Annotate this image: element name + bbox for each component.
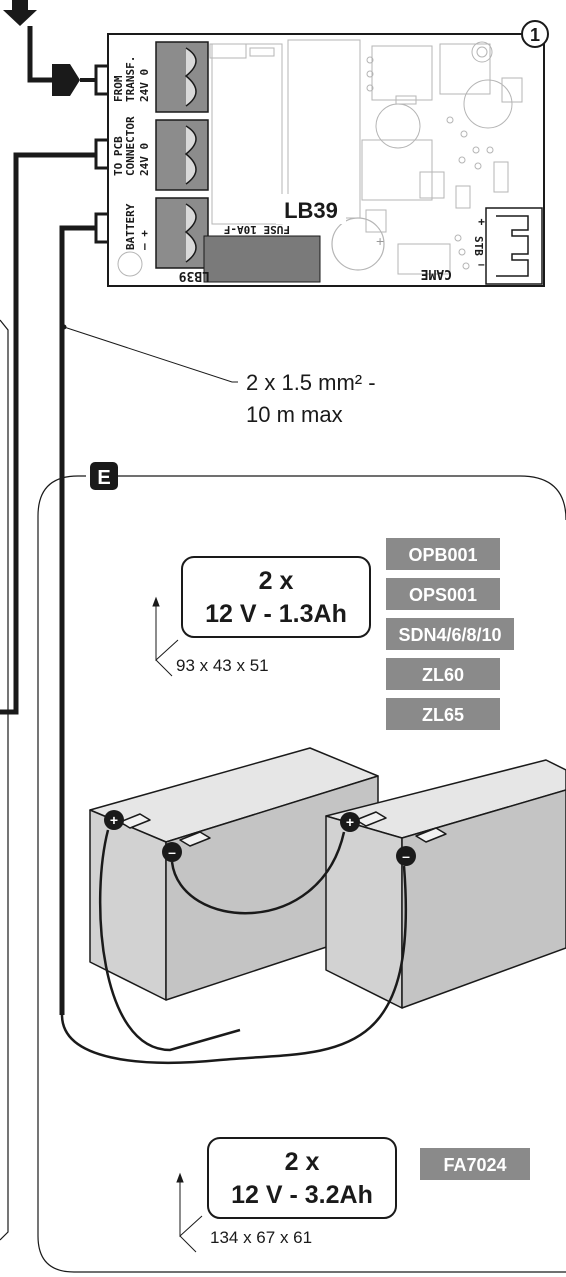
model-tag-small: SDN4/6/8/10 — [398, 625, 501, 645]
terminal-block-from — [155, 41, 209, 113]
stb-plus: + — [478, 215, 485, 229]
fuse-block — [203, 235, 321, 283]
lb39-board: FROM TRANSF. 24V 0 TO PCB CONNECTOR 24V … — [107, 20, 549, 287]
cable-spec-line1: 2 x 1.5 mm² - — [246, 370, 376, 395]
brand-label: CAME — [421, 266, 452, 281]
stb-minus: – — [478, 257, 485, 271]
model-tag-large: FA7024 — [443, 1155, 506, 1175]
stb-connector — [485, 207, 543, 285]
battery-large-count: 2 x — [285, 1148, 320, 1176]
battery-right — [325, 759, 566, 1009]
battery-terminal-markers — [104, 810, 416, 866]
power-input-arrow — [3, 0, 80, 96]
battery-small-spec-box — [181, 556, 371, 638]
terminal-block-battery — [155, 197, 209, 269]
terminal-label-from-line2: TRANSF. — [124, 56, 137, 102]
wire-to-pcb — [0, 152, 96, 715]
model-tag-small: OPS001 — [409, 585, 477, 605]
capacitor: + — [331, 217, 385, 271]
section-letter: E — [97, 467, 110, 489]
board-silk-model: LB39 — [179, 268, 210, 283]
terminal-pins-battery: – + — [138, 230, 151, 250]
board-components — [117, 39, 523, 277]
terminal-block-pcb — [155, 119, 209, 191]
svg-text:+: + — [376, 233, 384, 249]
wire-to-battery — [59, 225, 96, 1015]
stb-label: STB — [472, 236, 485, 256]
terminal-label-pcb-line2: CONNECTOR — [124, 116, 137, 176]
cable-spec-line2: 10 m max — [246, 402, 343, 427]
fuse-label: FUSE 10A-F — [224, 223, 290, 236]
section-e-frame — [37, 462, 566, 1273]
callout-circle — [521, 20, 549, 48]
terminal-pins-from: 24V 0 — [138, 69, 151, 102]
battery-right-minus: – — [402, 848, 410, 864]
cable-spec-leader — [61, 324, 238, 383]
terminal-label-from-line1: FROM — [112, 75, 125, 102]
battery-left — [89, 747, 379, 1001]
dimension-axes-large — [176, 1172, 203, 1253]
model-tag-small: OPB001 — [408, 545, 477, 565]
model-label: LB39 — [284, 198, 338, 223]
terminal-brackets — [94, 64, 112, 244]
battery-large-rating: 12 V - 3.2Ah — [231, 1181, 373, 1209]
dimension-axes-small — [152, 596, 179, 677]
model-tags-small — [386, 538, 514, 730]
battery-small-dimensions: 93 x 43 x 51 — [176, 656, 269, 675]
battery-wires — [60, 829, 408, 1064]
battery-right-plus: + — [346, 814, 354, 830]
model-tag-small: ZL65 — [422, 705, 464, 725]
battery-left-plus: + — [110, 812, 118, 828]
terminal-label-pcb-line1: TO PCB — [112, 136, 125, 176]
battery-small-rating: 12 V - 1.3Ah — [205, 600, 347, 628]
terminal-pins-pcb: 24V 0 — [138, 143, 151, 176]
battery-left-minus: – — [168, 844, 176, 860]
battery-small-count: 2 x — [259, 567, 294, 595]
model-tags-large — [420, 1148, 530, 1180]
callout-number: 1 — [530, 25, 540, 45]
model-tag-small: ZL60 — [422, 665, 464, 685]
battery-large-spec-box — [207, 1137, 397, 1219]
battery-large-dimensions: 134 x 67 x 61 — [210, 1228, 312, 1247]
left-frame-bracket — [0, 319, 9, 1241]
model-label-box — [276, 194, 346, 224]
terminal-label-battery: BATTERY — [124, 203, 137, 250]
